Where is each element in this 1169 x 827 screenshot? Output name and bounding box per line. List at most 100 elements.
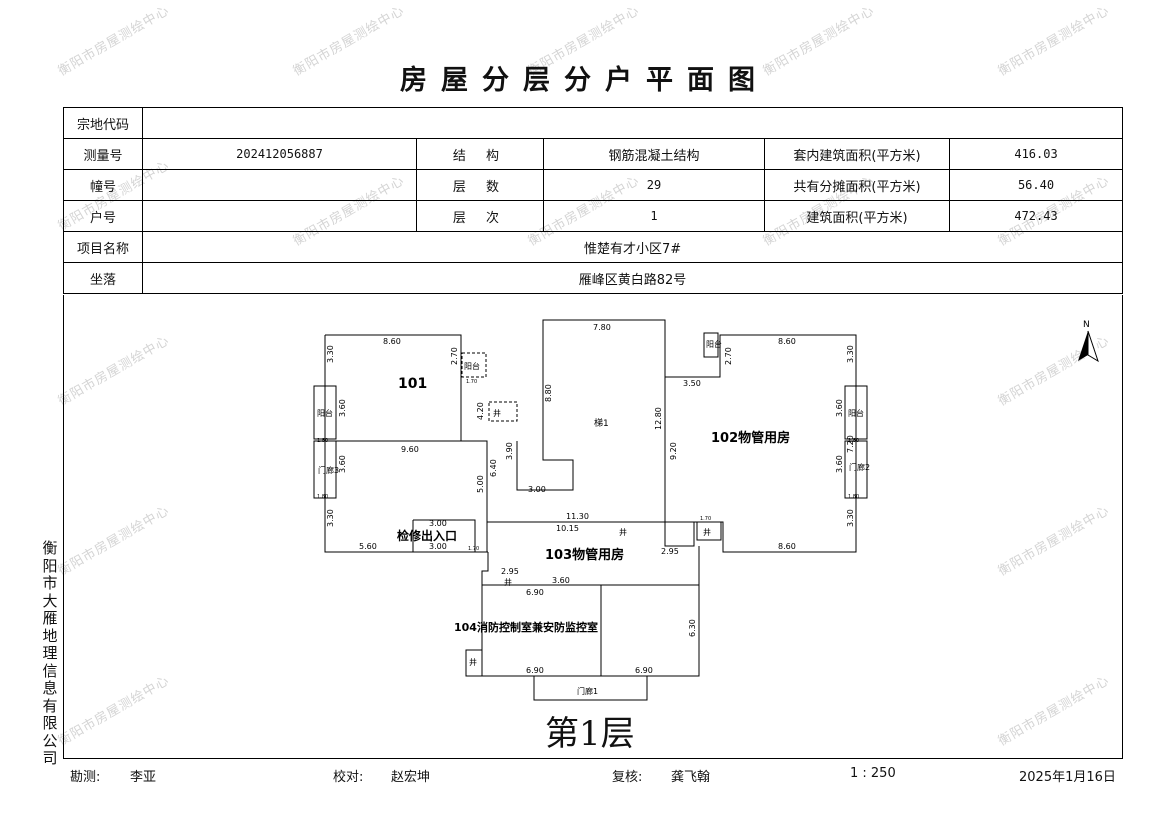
balcony-label: 阳台 [706,339,722,349]
dim-label: 3.60 [552,576,570,585]
dim-label: 9.20 [669,442,678,460]
balcony-label: 阳台 [317,408,333,418]
building-area-label: 建筑面积(平方米) [764,200,950,232]
room-label: 101 [398,376,427,392]
location-value: 雁峰区黄白路82号 [141,262,1124,294]
dim-label: 1.80 [317,494,328,500]
dim-label: 7.20 [846,435,855,453]
dim-label: 1.70 [700,516,711,522]
wall [664,522,695,547]
project-label: 项目名称 [63,231,143,263]
dim-label: 5.00 [476,475,485,493]
dim-label: 3.30 [846,509,855,527]
balcony [844,385,868,440]
surveyor-label: 勘测: [70,770,101,785]
unit-no-value [142,200,417,232]
zongdi-label: 宗地代码 [63,107,143,139]
info-table: 宗地代码 测量号 202412056887 结 构 钢筋混凝土结构 套内建筑面积… [63,107,1124,294]
floor-plan: N 101 102物管用房 103物管用房 104消防控制室兼安防监控室 检修出… [313,319,1099,701]
shared-area-label: 共有分摊面积(平方米) [764,169,950,201]
dim-label: 5.60 [359,542,377,551]
dim-label: 2.95 [661,547,679,556]
table-row: 测量号 202412056887 结 构 钢筋混凝土结构 套内建筑面积(平方米)… [63,138,1124,170]
dim-label: 3.30 [326,509,335,527]
shared-area-value: 56.40 [948,169,1124,201]
well-label: 井 [619,527,627,537]
dim-label: 3.30 [326,345,335,363]
well-label: 井 [703,527,711,537]
wall [533,676,648,701]
balcony-label: 阳台 [848,408,864,418]
dim-label: 4.20 [476,402,485,420]
dim-label: 6.90 [635,666,653,675]
dim-label: 6.40 [489,459,498,477]
wall [665,334,857,553]
well-label: 井 [504,577,512,587]
surveyor-name: 李亚 [130,770,157,785]
balcony [844,440,868,499]
dim-label: 3.00 [528,485,546,494]
location-label: 坐落 [63,262,143,294]
floor-no-value: 1 [543,200,765,232]
dim-label: 8.60 [383,337,401,346]
dim-label: 1.70 [468,546,479,552]
dim-label: 6.90 [526,666,544,675]
balcony [313,385,337,440]
balcony [461,352,487,378]
room-label: 门廊3 [318,465,339,475]
floors-label: 层 数 [416,169,544,201]
dim-label: 10.15 [556,524,579,533]
checker-label: 校对: [333,770,364,785]
dim-label: 2.70 [724,347,733,365]
building-no-value [142,169,417,201]
dim-label: 3.00 [429,542,447,551]
dim-label: 8.60 [778,542,796,551]
balcony-label: 阳台 [464,361,480,371]
building-area-value: 472.43 [948,200,1124,232]
inner-area-label: 套内建筑面积(平方米) [764,138,950,170]
dim-label: 3.60 [835,455,844,473]
organization-name: 衡阳市大雁地理信息有限公司 [42,539,58,767]
dim-label: 6.30 [688,619,697,637]
balcony [696,521,722,541]
unit-no-label: 户号 [63,200,143,232]
wall [481,585,700,677]
reviewer-name: 龚飞翰 [671,770,711,785]
balcony [703,332,719,358]
table-row: 项目名称 惟楚有才小区7# [63,231,1124,263]
balcony [465,649,483,677]
balcony [313,440,337,499]
floors-value: 29 [543,169,765,201]
table-row: 宗地代码 [63,107,1124,139]
dim-label: 2.70 [450,347,459,365]
page-title: 房屋分层分户平面图 [400,65,769,96]
room-label: 102物管用房 [711,430,790,446]
room-label: 103物管用房 [545,547,624,563]
date: 2025年1月16日 [1019,770,1116,785]
structure-value: 钢筋混凝土结构 [543,138,765,170]
dim-label: 8.80 [544,384,553,402]
project-value: 惟楚有才小区7# [141,231,1124,263]
dim-label: 1.70 [466,379,477,385]
table-row: 幢号 层 数 29 共有分摊面积(平方米) 56.40 [63,169,1124,201]
well-label: 井 [493,408,501,418]
table-row: 户号 层 次 1 建筑面积(平方米) 472.43 [63,200,1124,232]
survey-no-label: 测量号 [63,138,143,170]
floor-no-label: 层 次 [416,200,544,232]
well-label: 井 [469,657,477,667]
dim-label: 3.50 [683,379,701,388]
wall [324,334,462,442]
table-row: 坐落 雁峰区黄白路82号 [63,262,1124,294]
dim-label: 3.90 [505,442,514,460]
building-no-label: 幢号 [63,169,143,201]
survey-no-value: 202412056887 [142,138,417,170]
dim-label: 9.60 [401,445,419,454]
scale: 1 : 250 [850,766,896,781]
plan-frame [63,295,1123,759]
zongdi-value [141,107,1124,139]
north-arrow: N [1078,320,1099,363]
room-label: 104消防控制室兼安防监控室 [454,620,598,634]
dim-label: 1.80 [848,438,859,444]
checker-name: 赵宏坤 [391,770,431,785]
dim-label: 6.90 [526,588,544,597]
